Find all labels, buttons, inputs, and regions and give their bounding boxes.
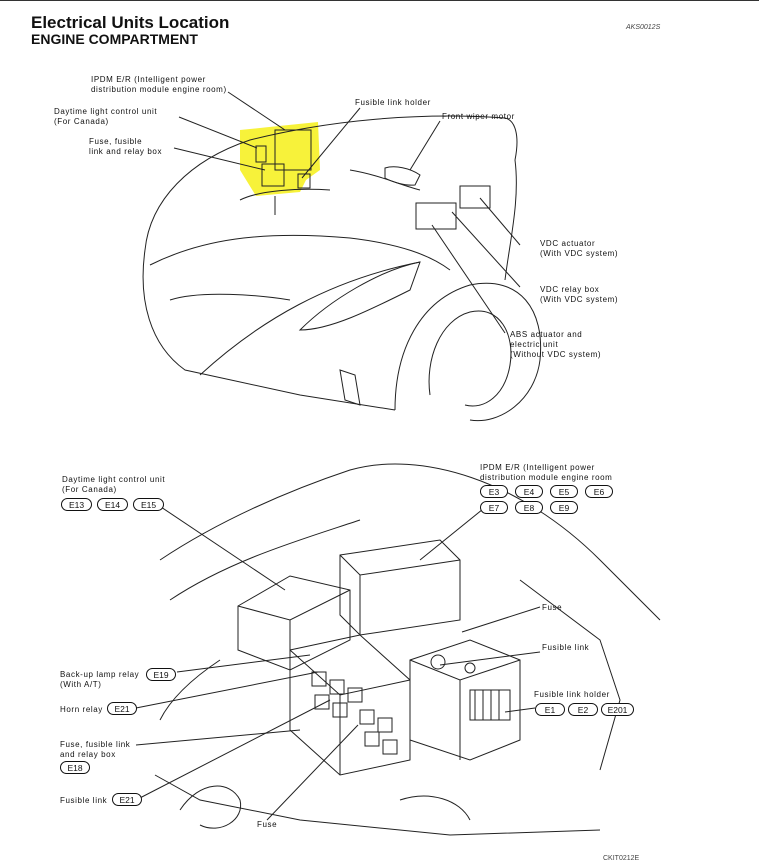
connector-e13: E13 xyxy=(61,498,92,511)
fusible-holder-label-bottom: Fusible link holder xyxy=(534,690,610,699)
daytime-label-bottom: Daytime light control unit(For Canada) xyxy=(62,475,166,494)
connector-e19: E19 xyxy=(146,668,176,681)
backup-lamp-relay-label: Back-up lamp relay(With A/T) xyxy=(60,670,140,689)
connector-e15: E15 xyxy=(133,498,164,511)
connector-e5: E5 xyxy=(550,485,578,498)
vdc-actuator-label: VDC actuator(With VDC system) xyxy=(540,239,619,258)
fusible-holder-label-top: Fusible link holder xyxy=(355,98,431,107)
fuse-label-bottom: Fuse xyxy=(542,603,563,612)
connector-e14: E14 xyxy=(97,498,128,511)
wiper-motor-label: Front wiper motor xyxy=(442,112,515,121)
top-border xyxy=(0,0,759,1)
footer-figure-code: CKIT0212E xyxy=(603,855,640,862)
connector-e9: E9 xyxy=(550,501,578,514)
fusible-link-label-right: Fusible link xyxy=(542,643,590,652)
connector-e18: E18 xyxy=(60,761,90,774)
connector-e6: E6 xyxy=(585,485,613,498)
fuse-label-bottom-center: Fuse xyxy=(257,820,278,829)
ipdm-highlight xyxy=(240,122,320,196)
connector-e8: E8 xyxy=(515,501,543,514)
connector-e21-fusible: E21 xyxy=(112,793,142,806)
connector-e1: E1 xyxy=(535,703,565,716)
connector-e7: E7 xyxy=(480,501,508,514)
connector-e3: E3 xyxy=(480,485,508,498)
page-subtitle: ENGINE COMPARTMENT xyxy=(31,31,198,47)
figure-code: AKS0012S xyxy=(626,24,661,31)
connector-e201: E201 xyxy=(601,703,634,716)
vdc-relay-label: VDC relay box(With VDC system) xyxy=(540,285,619,304)
page-title: Electrical Units Location xyxy=(31,13,230,32)
daytime-label-top: Daytime light control unit(For Canada) xyxy=(54,107,158,126)
fusible-link-label-left: Fusible link xyxy=(60,796,108,805)
connector-e21-horn: E21 xyxy=(107,702,137,715)
horn-relay-label: Horn relay xyxy=(60,705,103,714)
connector-e2: E2 xyxy=(568,703,598,716)
connector-e4: E4 xyxy=(515,485,543,498)
